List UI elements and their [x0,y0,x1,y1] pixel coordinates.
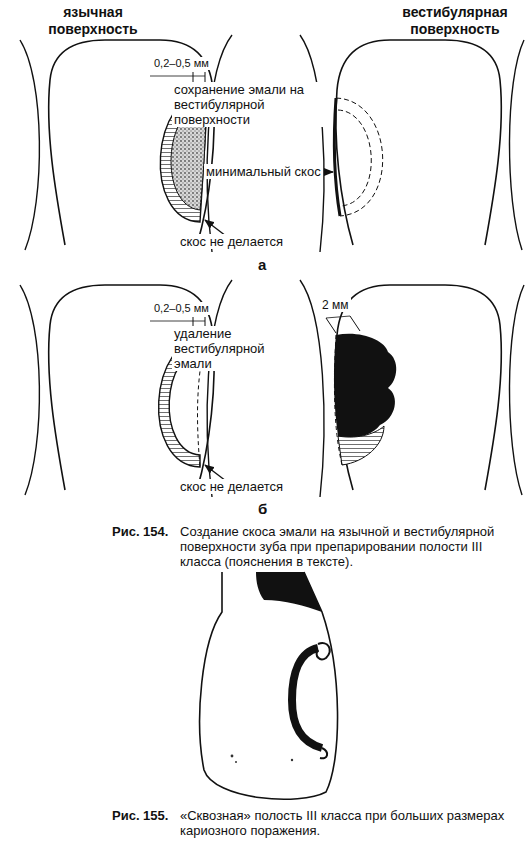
callout-text: сохранение эмали на вестибулярной поверх… [172,82,326,127]
panel-b-lingual [20,280,232,497]
dimension: 0,2–0,5 мм [152,57,211,70]
panel-a-vestibular [300,35,524,252]
figure-caption: Создание скоса эмали на язычной и вестиб… [180,524,520,569]
callout-text: удаление вестибулярной эмали [172,326,286,371]
callout-text: скос не делается [178,479,285,494]
view-heading: вестибулярная поверхность [395,4,515,38]
panel-letter: б [258,500,267,518]
through-cavity-tooth [200,572,338,799]
dimension: 2 мм [320,298,351,312]
callout-text: скос не делается [178,234,285,249]
figure-number: Рис. 154. [112,524,168,539]
panel-a-lingual [20,35,232,252]
view-heading: язычная поверхность [38,4,148,38]
callout-text: минимальный скос [204,164,323,179]
figure-caption: «Сквозная» полость III класса при больши… [180,808,520,838]
panel-b-vestibular [300,280,524,497]
panel-letter: а [258,256,266,274]
dimension: 0,2–0,5 мм [152,302,211,315]
figure-number: Рис. 155. [112,808,168,823]
